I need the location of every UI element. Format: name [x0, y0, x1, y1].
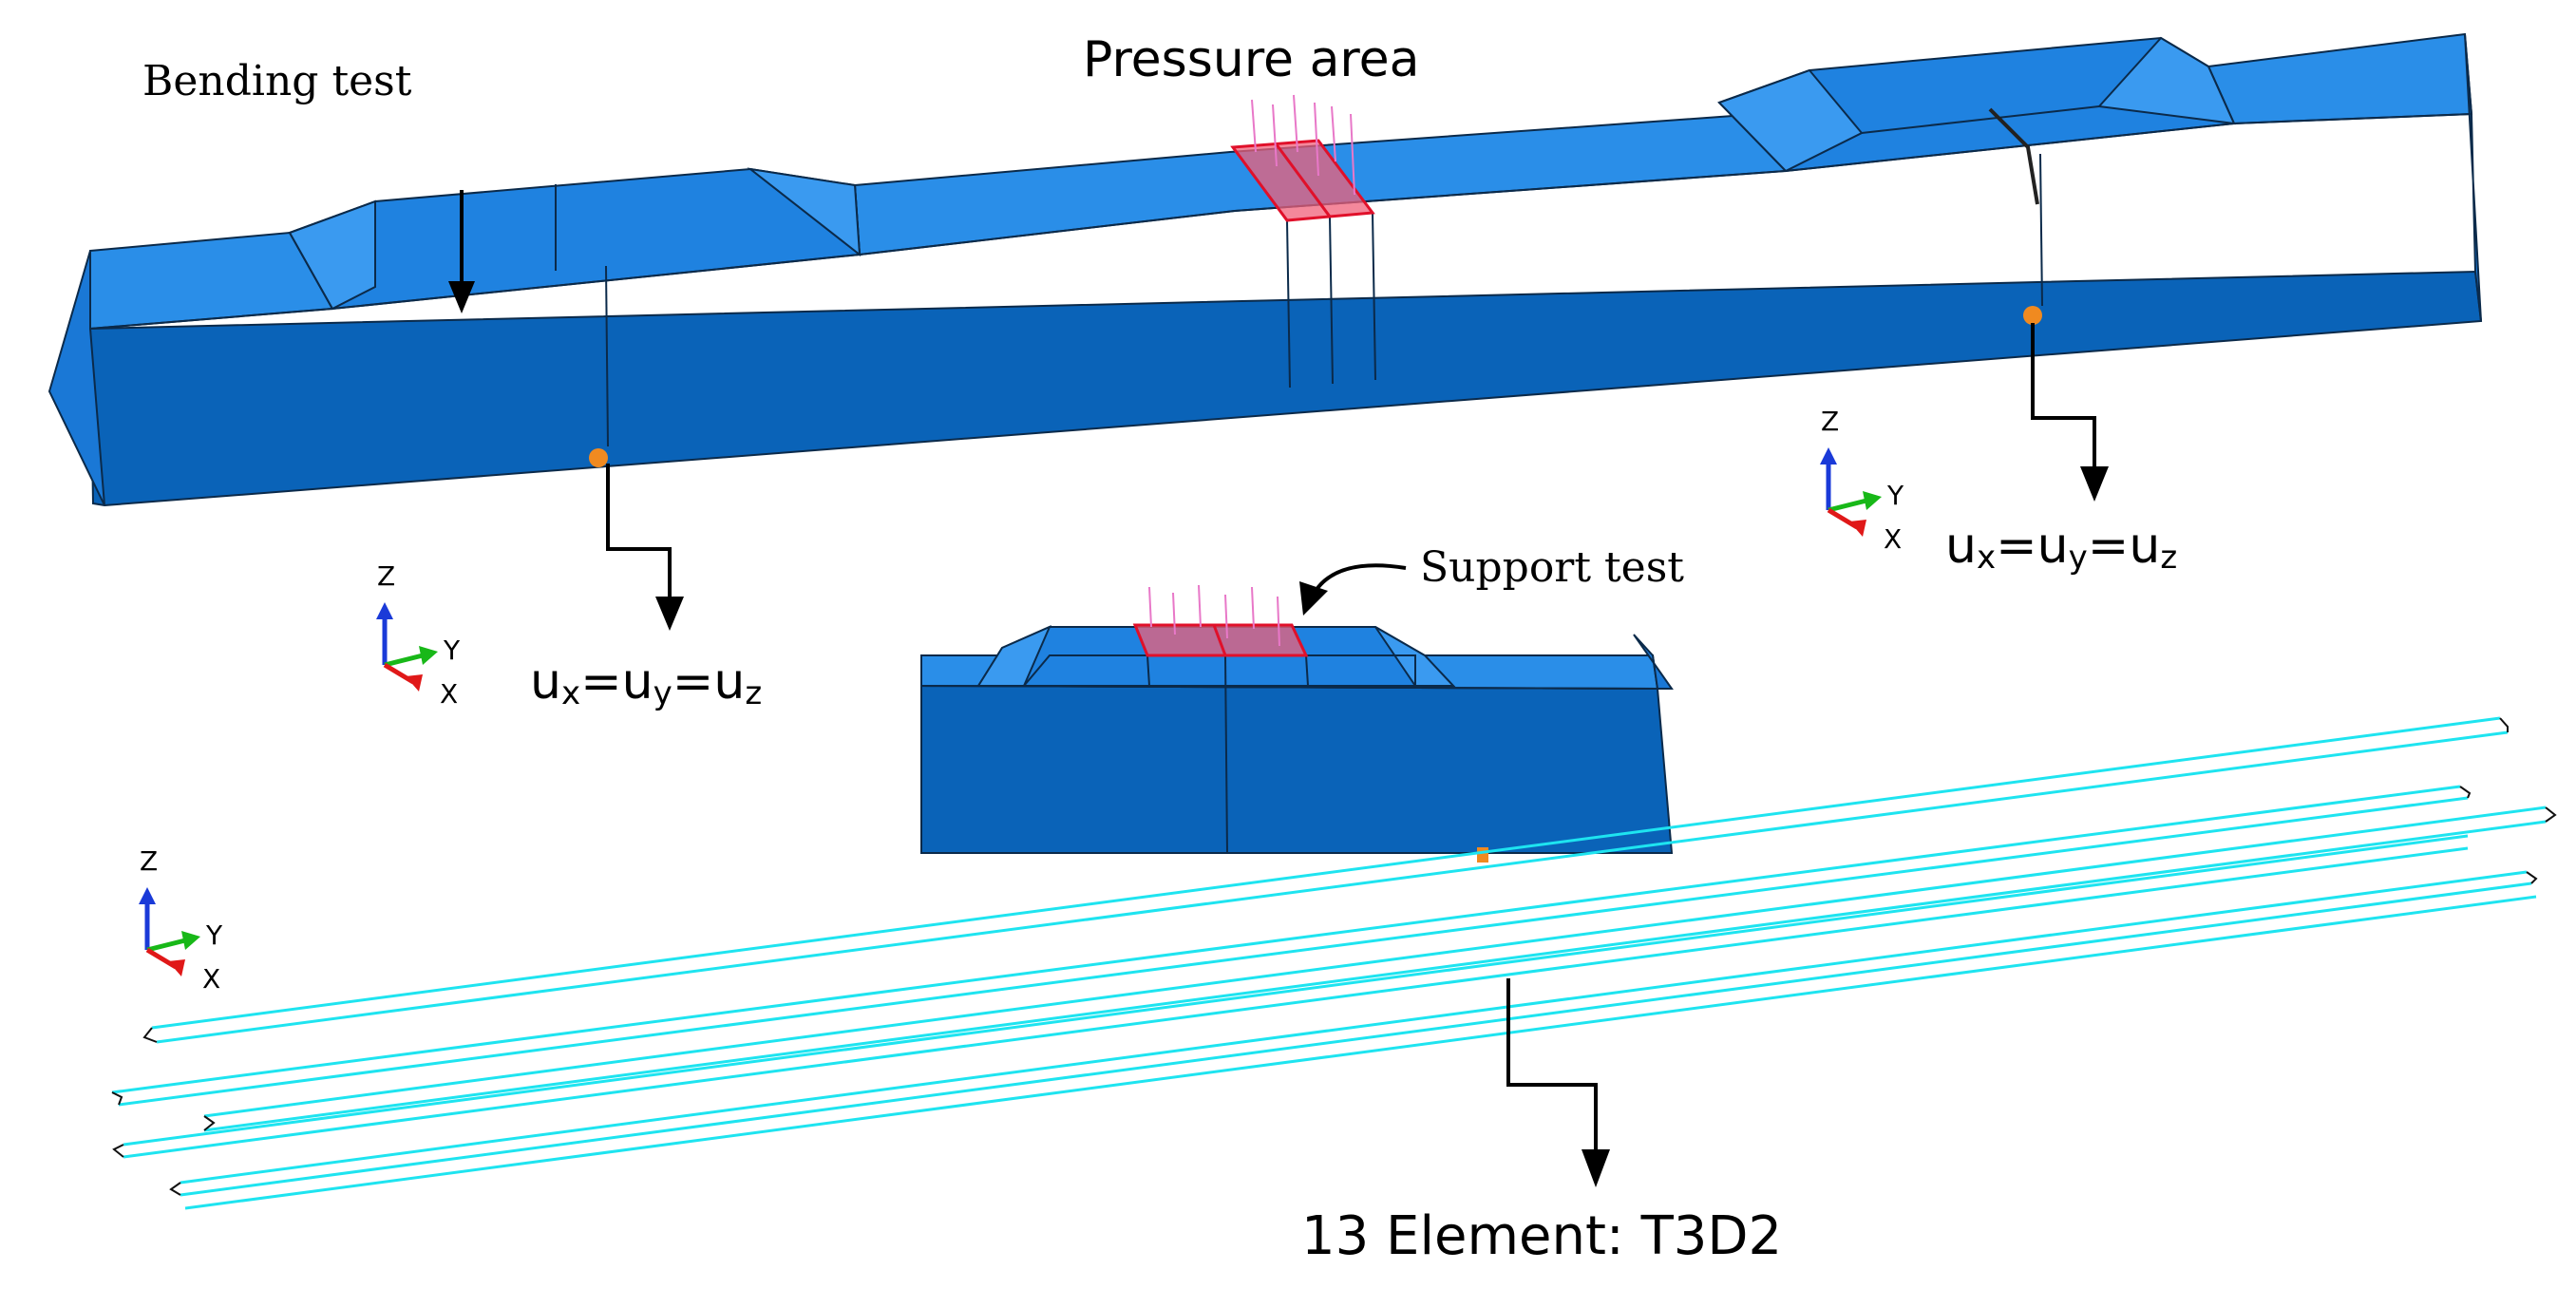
axis-triad-3: Z Y X — [139, 845, 223, 995]
axis-triad-2: Z Y X — [1820, 406, 1904, 555]
truss-end-caps — [111, 717, 2557, 1196]
bc-equation-right: ux=uy=uz — [1945, 518, 2177, 577]
beam-right-face — [2464, 33, 2482, 322]
axis-triad-1: Z Y X — [376, 560, 461, 710]
beam-front-face — [88, 270, 2483, 507]
axis-z-label: Z — [1821, 406, 1839, 437]
element-leader — [1506, 978, 1610, 1187]
beam-top-face-right — [2207, 32, 2473, 125]
axis-x-label: X — [440, 678, 458, 710]
constraint-marker-right — [2023, 306, 2042, 325]
axis-y-label: Y — [205, 919, 223, 951]
pressure-load-arrows — [1251, 94, 1355, 196]
bending-test-label: Bending test — [142, 57, 412, 105]
bending-beam — [47, 32, 2483, 507]
support-block-front — [920, 684, 1674, 854]
axis-z-label: Z — [377, 560, 395, 592]
pressure-area-label: Pressure area — [1083, 31, 1420, 88]
bc-leader-left — [606, 464, 684, 631]
axis-z-label: Z — [140, 845, 158, 877]
axis-y-label: Y — [1886, 480, 1904, 511]
constraint-marker-left — [589, 448, 608, 467]
support-block — [920, 584, 1674, 863]
support-test-label: Support test — [1420, 543, 1684, 592]
axis-y-label: Y — [443, 635, 461, 666]
bending-arrow — [448, 190, 475, 313]
bc-leader-right — [2031, 323, 2109, 502]
axis-x-label: X — [202, 963, 220, 995]
axis-x-label: X — [1884, 523, 1902, 555]
element-label: 13 Element: T3D2 — [1301, 1205, 1782, 1267]
support-load-arrows — [1148, 584, 1280, 647]
bc-equation-left: ux=uy=uz — [530, 654, 762, 712]
support-arrow — [1299, 563, 1407, 616]
truss-elements — [111, 716, 2547, 1210]
beam-top-face — [89, 231, 334, 331]
support-constraint-marker — [1477, 847, 1488, 863]
